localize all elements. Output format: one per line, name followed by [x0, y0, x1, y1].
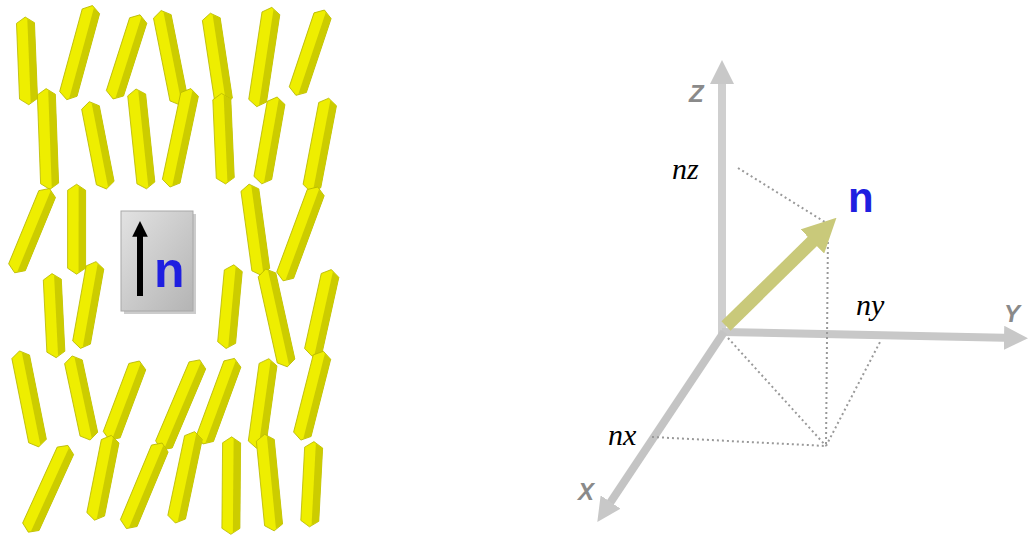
- molecule-rod: [248, 6, 281, 108]
- molecule-rod: [68, 184, 86, 274]
- molecule-rod: [253, 95, 286, 185]
- molecule-rod: [43, 273, 65, 358]
- director-box-shape: [121, 211, 196, 314]
- component-label: nz: [672, 152, 699, 186]
- molecule-rod: [287, 7, 333, 98]
- molecule-rod: [292, 349, 332, 442]
- molecule-rod: [161, 87, 199, 189]
- molecule-rod: [275, 184, 327, 284]
- molecule-rods: [6, 3, 340, 536]
- molecule-rod: [240, 183, 270, 277]
- director-symbol: n: [154, 241, 185, 299]
- molecule-rod: [86, 434, 120, 522]
- component-label: nx: [608, 418, 636, 452]
- molecule-rod: [58, 3, 101, 102]
- molecule-rod: [16, 17, 38, 105]
- molecule-rod: [20, 442, 76, 536]
- molecule-rod: [118, 440, 170, 532]
- axis-label: Z: [689, 80, 704, 108]
- molecule-rod: [257, 267, 296, 369]
- projection-lines: [652, 168, 880, 446]
- molecule-rod: [37, 88, 59, 189]
- component-label: ny: [856, 288, 884, 322]
- molecule-rod: [63, 354, 99, 442]
- director-symbol: n: [848, 174, 874, 222]
- axis-label: Y: [1004, 300, 1020, 328]
- molecule-rod: [256, 433, 283, 531]
- molecule-rod: [11, 349, 48, 448]
- molecule-rod: [217, 264, 243, 349]
- axis-label: X: [578, 478, 594, 506]
- molecule-rod: [105, 12, 149, 102]
- molecule-rod: [300, 441, 322, 527]
- molecule-rod: [72, 260, 105, 350]
- molecule-rod: [127, 88, 155, 190]
- molecule-rod: [80, 100, 115, 191]
- molecule-rod: [167, 430, 204, 525]
- molecule-rod: [302, 97, 338, 194]
- molecule-rod: [6, 185, 57, 276]
- molecule-rod: [201, 12, 233, 107]
- molecule-rod: [101, 358, 148, 444]
- molecule-rod: [303, 268, 340, 359]
- molecule-rod: [213, 93, 235, 184]
- director-box: n: [121, 211, 193, 311]
- coordinate-axes: [604, 72, 1016, 512]
- molecule-rod: [222, 437, 241, 535]
- molecule-rod: [195, 355, 243, 447]
- director-vector: [726, 232, 822, 326]
